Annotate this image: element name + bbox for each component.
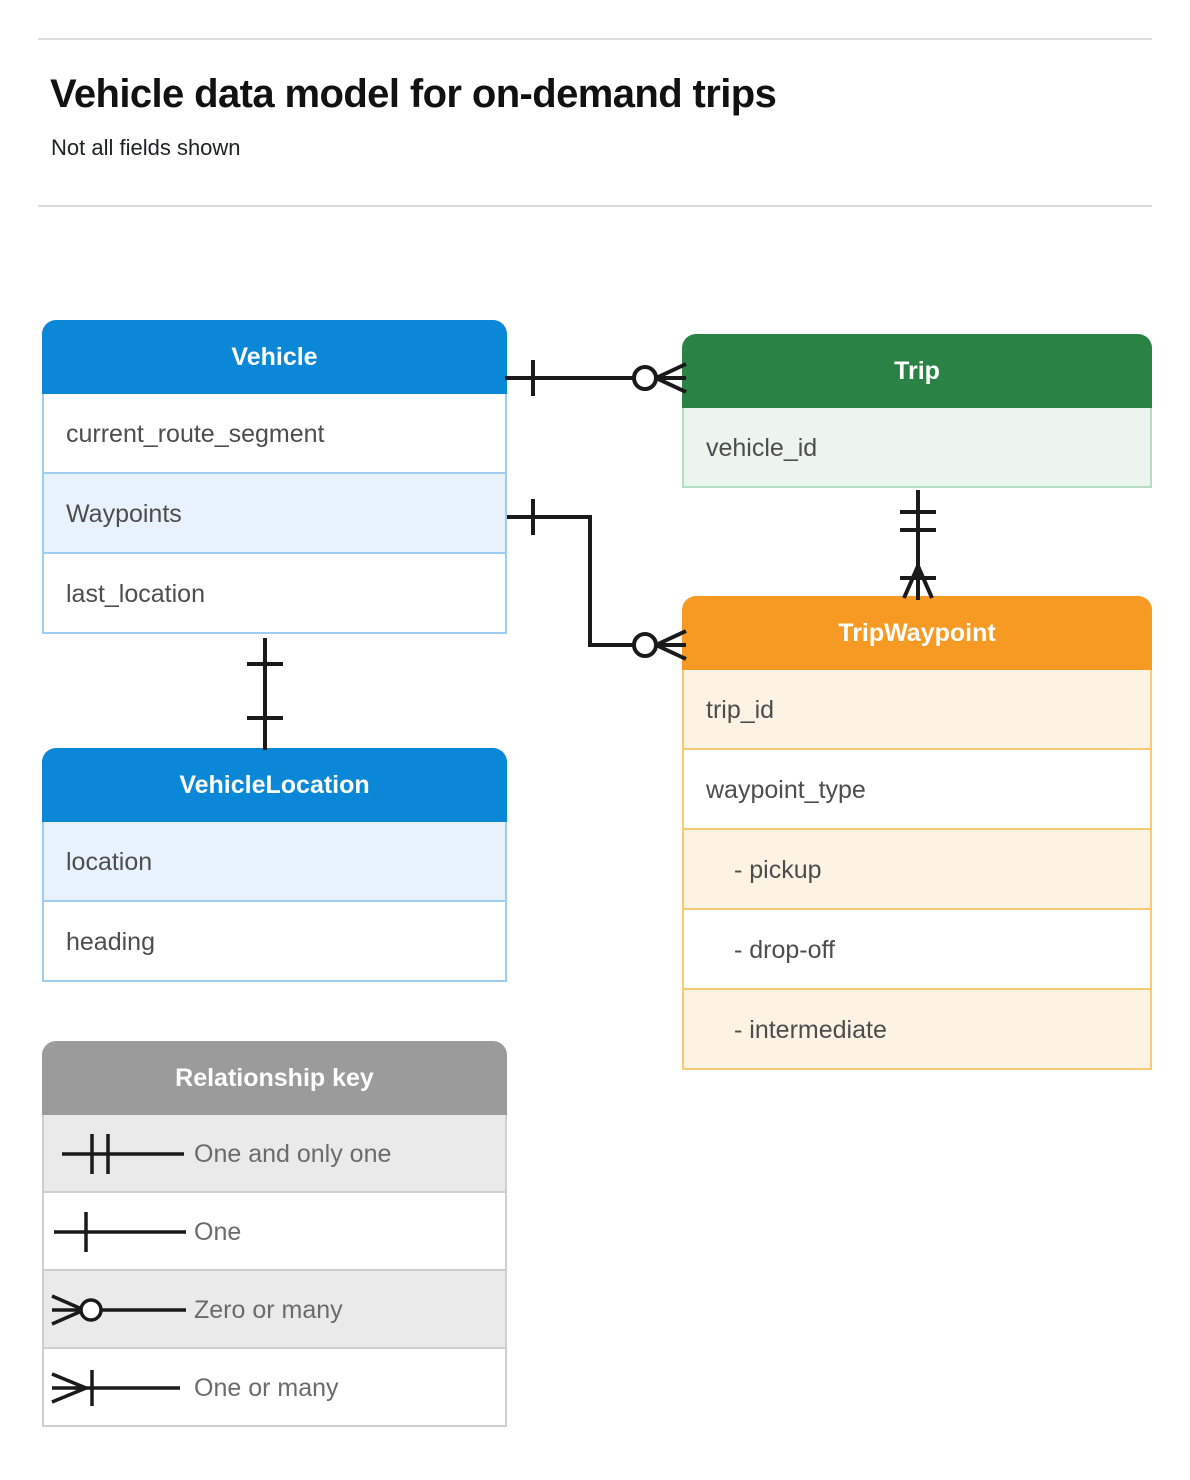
relationship-waypoints-tripwaypoint: [507, 499, 687, 661]
legend-label-one-or-many: One or many: [194, 1374, 339, 1402]
entity-vehicle-field-current-route-segment: current_route_segment: [42, 394, 507, 474]
entity-trip-title: Trip: [682, 334, 1152, 408]
entity-vehicle-title: Vehicle: [42, 320, 507, 394]
relationship-vehicle-vehiclelocation: [247, 638, 283, 750]
legend-title: Relationship key: [42, 1041, 507, 1115]
entity-tripwaypoint[interactable]: TripWaypoint trip_id waypoint_type - pic…: [682, 596, 1152, 1070]
legend-relationship-key[interactable]: Relationship key One and only one One: [42, 1041, 507, 1427]
entity-vehiclelocation-field-location: location: [42, 822, 507, 902]
relationship-vehicle-trip: [505, 360, 687, 396]
legend-row-one: One: [42, 1193, 507, 1271]
header-divider-top: [38, 38, 1152, 40]
one-icon: [54, 1212, 186, 1252]
entity-vehicle[interactable]: Vehicle current_route_segment Waypoints …: [42, 320, 507, 634]
entity-trip-field-vehicle-id: vehicle_id: [682, 408, 1152, 488]
entity-trip[interactable]: Trip vehicle_id: [682, 334, 1152, 488]
entity-vehicle-field-last-location: last_location: [42, 554, 507, 634]
page-title: Vehicle data model for on-demand trips: [50, 72, 777, 116]
relationship-trip-tripwaypoint: [900, 490, 936, 600]
legend-row-one-and-only-one: One and only one: [42, 1115, 507, 1193]
entity-vehicle-field-waypoints: Waypoints: [42, 474, 507, 554]
one-and-only-one-icon: [62, 1134, 184, 1174]
entity-vehiclelocation-field-heading: heading: [42, 902, 507, 982]
legend-label-one: One: [194, 1218, 242, 1246]
legend-label-one-and-only-one: One and only one: [194, 1140, 392, 1168]
legend-label-zero-or-many: Zero or many: [194, 1296, 343, 1324]
entity-tripwaypoint-field-trip-id: trip_id: [682, 670, 1152, 750]
zero-or-many-icon: [51, 1294, 186, 1326]
entity-vehiclelocation-title: VehicleLocation: [42, 748, 507, 822]
entity-tripwaypoint-value-drop-off: - drop-off: [682, 910, 1152, 990]
entity-vehiclelocation[interactable]: VehicleLocation location heading: [42, 748, 507, 982]
entity-tripwaypoint-value-intermediate: - intermediate: [682, 990, 1152, 1070]
legend-row-one-or-many: One or many: [42, 1349, 507, 1427]
header-divider-bottom: [38, 205, 1152, 207]
entity-tripwaypoint-title: TripWaypoint: [682, 596, 1152, 670]
entity-tripwaypoint-field-waypoint-type: waypoint_type: [682, 750, 1152, 830]
page-subtitle: Not all fields shown: [51, 135, 241, 160]
legend-row-zero-or-many: Zero or many: [42, 1271, 507, 1349]
one-or-many-icon: [51, 1370, 180, 1406]
entity-tripwaypoint-value-pickup: - pickup: [682, 830, 1152, 910]
